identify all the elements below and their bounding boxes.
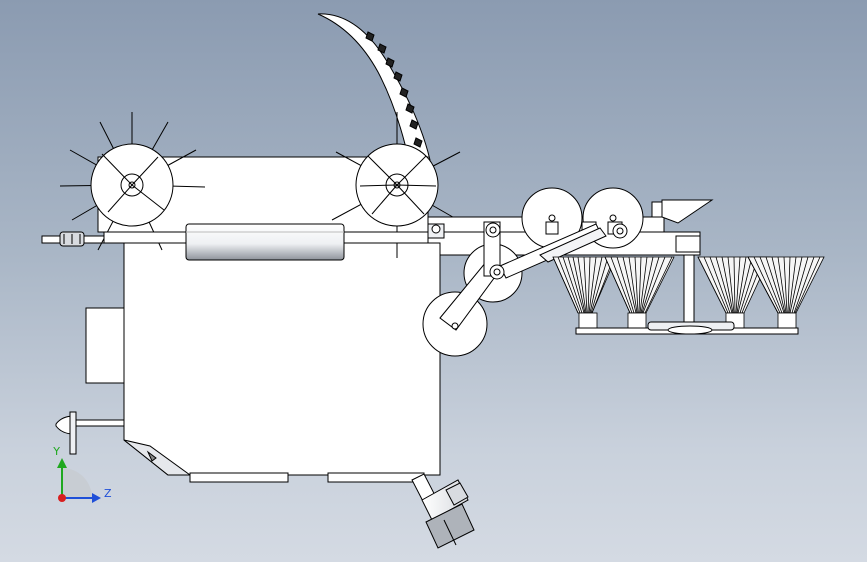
linkage-arms (439, 221, 628, 331)
left-tine-rotor (59, 112, 206, 251)
bottom-motor (411, 473, 475, 549)
z-axis-label: Z (104, 487, 112, 500)
brush-drive (575, 254, 799, 335)
z-axis-arrow (92, 493, 101, 503)
x-axis-dot (58, 494, 66, 502)
center-tine-rotor (331, 112, 461, 258)
brush-units (552, 256, 825, 332)
y-axis-label: Y (52, 445, 60, 458)
side-cone (55, 411, 125, 455)
coordinate-triad: Y Z (52, 445, 112, 503)
y-axis-arrow (57, 458, 67, 468)
left-shaft-knob (41, 231, 105, 247)
curved-lifter-arm (317, 13, 431, 166)
